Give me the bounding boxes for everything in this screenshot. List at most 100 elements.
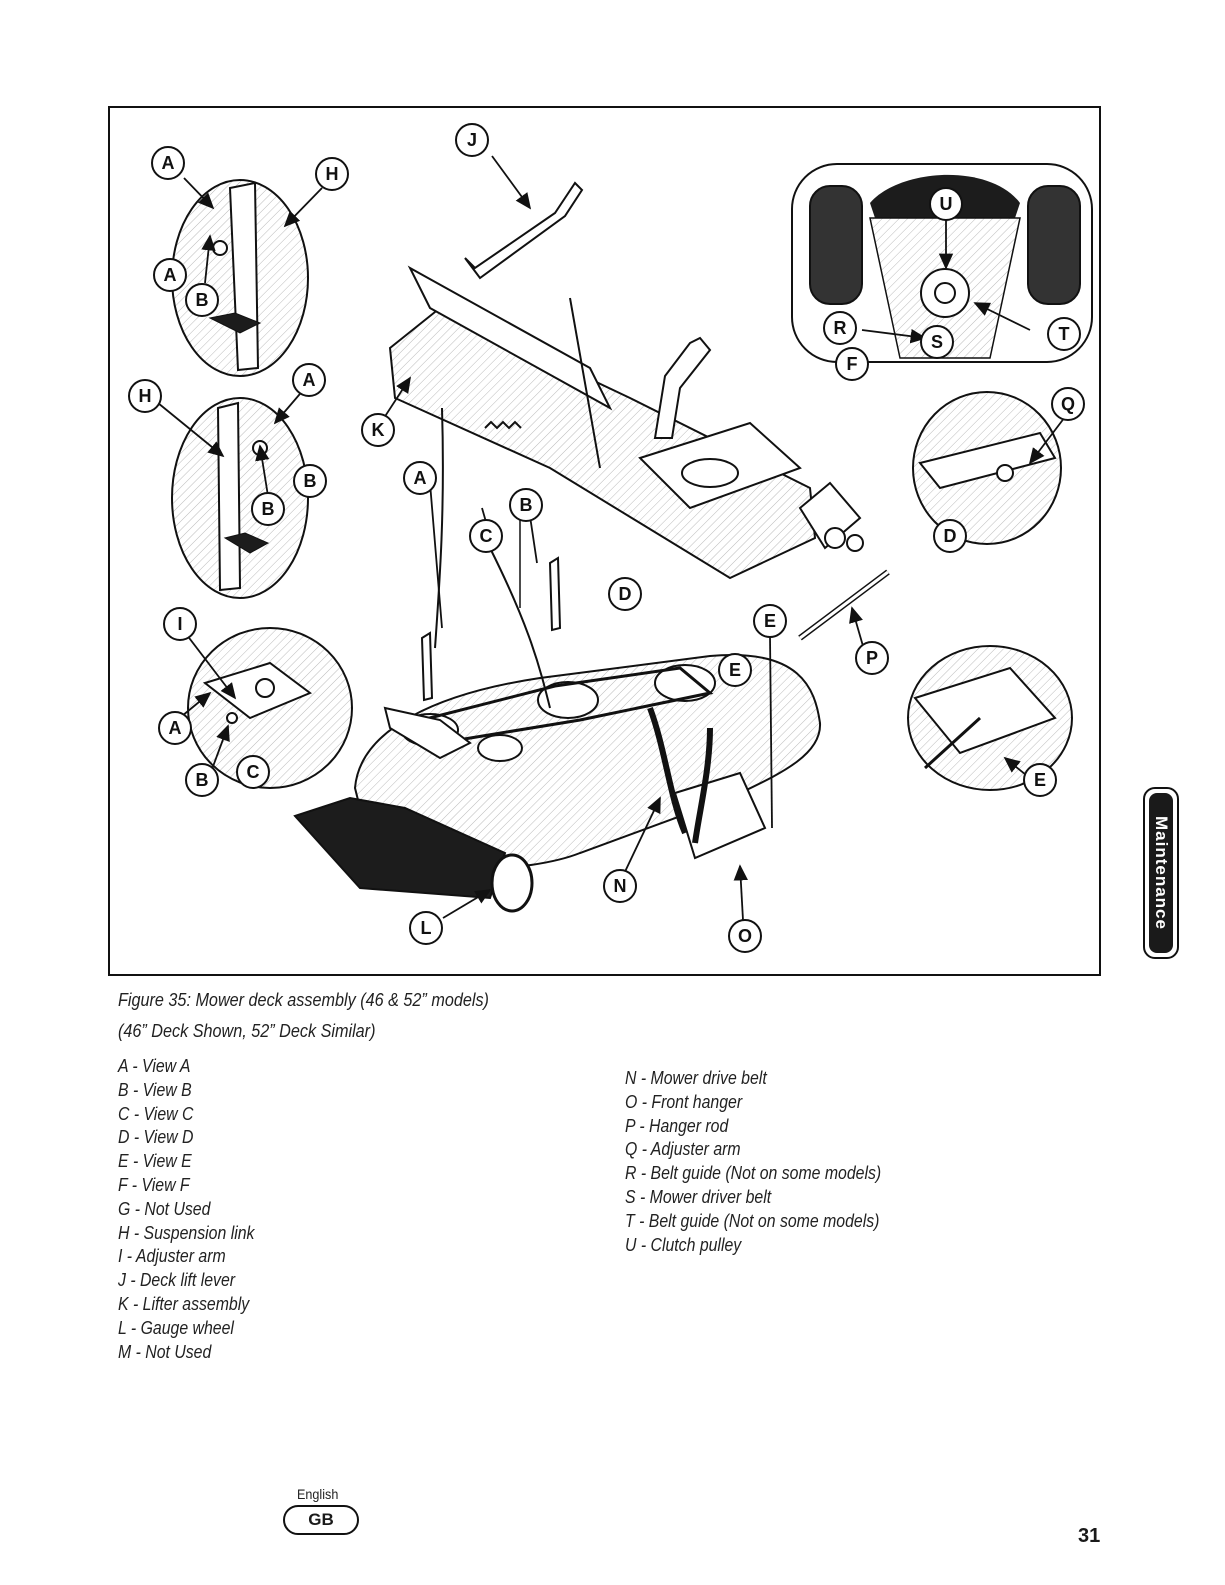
callout-e-3: E [1023,763,1057,797]
inset-view-a [171,179,309,377]
callout-b-label: B [262,499,275,519]
callout-h-2: H [128,379,162,413]
callout-e-label: E [764,611,776,631]
legend-item: E - View E [118,1151,192,1172]
legend-item: B - View B [118,1079,192,1100]
callout-f-label: F [847,354,858,374]
figure-frame: A H A B A H B B J K A B C D E E P I A B … [108,106,1101,976]
callout-f: F [835,347,869,381]
legend-item: D - View D [118,1127,194,1148]
legend-item: P - Hanger rod [625,1115,729,1136]
language-label: English [297,1486,339,1502]
callout-b-1: B [185,283,219,317]
callout-d-2: D [933,519,967,553]
gauge-wheel [490,853,534,913]
callout-q-label: Q [1061,394,1075,414]
callout-b-2: B [293,464,327,498]
callout-n: N [603,869,637,903]
callout-h-1: H [315,157,349,191]
callout-k-label: K [372,420,385,440]
callout-n-label: N [614,876,627,896]
legend-item: U - Clutch pulley [625,1234,742,1255]
legend-item: Q - Adjuster arm [625,1139,741,1160]
callout-i-label: I [177,614,182,634]
section-tab-maintenance: Maintenance [1143,787,1179,959]
legend-left: A - View A B - View B C - View C D - Vie… [118,1055,254,1364]
callout-c-label: C [247,762,260,782]
legend-right: N - Mower drive belt O - Front hanger P … [625,1067,881,1257]
callout-c-1: C [469,519,503,553]
callout-d-label: D [619,584,632,604]
callout-e-label: E [729,660,741,680]
section-tab-fill: Maintenance [1149,793,1173,953]
callout-h-label: H [139,386,152,406]
legend-item: C - View C [118,1103,194,1124]
inset-view-d [912,391,1062,545]
callout-j: J [455,123,489,157]
legend-item: L - Gauge wheel [118,1317,234,1338]
figure-subcaption: (46” Deck Shown, 52” Deck Similar) [118,1021,376,1041]
callout-a-2: A [153,258,187,292]
callout-b-label: B [196,770,209,790]
callout-l: L [409,911,443,945]
inset-view-e [907,645,1073,791]
callout-q: Q [1051,387,1085,421]
callout-e-1: E [753,604,787,638]
callout-a-4: A [403,461,437,495]
legend-item: M - Not Used [118,1341,212,1362]
page-number: 31 [1078,1525,1101,1547]
callout-u-label: U [940,194,953,214]
legend-item: S - Mower driver belt [625,1186,772,1207]
callout-b-label: B [520,495,533,515]
callout-r: R [823,311,857,345]
callout-b-3: B [251,492,285,526]
callout-c-label: C [480,526,493,546]
callout-a-1: A [151,146,185,180]
callout-p-label: P [866,648,878,668]
callout-a-label: A [303,370,316,390]
callout-o-label: O [738,926,752,946]
callout-d-label: D [944,526,957,546]
callout-s: S [920,325,954,359]
legend-item: R - Belt guide (Not on some models) [625,1163,882,1184]
legend-item: I - Adjuster arm [118,1246,226,1267]
inset-view-b [171,397,309,599]
legend-item: G - Not Used [118,1198,211,1219]
callout-p: P [855,641,889,675]
callout-i: I [163,607,197,641]
callout-j-label: J [467,130,477,150]
section-tab-label: Maintenance [1152,816,1171,930]
inset-view-c [187,627,353,789]
legend-item: J - Deck lift lever [118,1270,236,1291]
callout-u: U [929,187,963,221]
callout-b-label: B [196,290,209,310]
legend-item: H - Suspension link [118,1222,255,1243]
callout-b-5: B [185,763,219,797]
discharge-chute [293,796,507,900]
legend-item: F - View F [118,1174,190,1195]
callout-s-label: S [931,332,943,352]
callout-a-label: A [169,718,182,738]
callout-o: O [728,919,762,953]
callout-c-2: C [236,755,270,789]
callout-d-1: D [608,577,642,611]
legend-item: O - Front hanger [625,1091,743,1112]
callout-l-label: L [421,918,432,938]
callout-a-label: A [414,468,427,488]
deck-lift-lever [464,181,584,280]
figure-caption: Figure 35: Mower deck assembly (46 & 52”… [118,990,489,1010]
callout-e-2: E [718,653,752,687]
language-badge: GB [283,1505,359,1535]
callout-h-label: H [326,164,339,184]
callout-t-label: T [1059,324,1070,344]
callout-a-label: A [162,153,175,173]
callout-b-label: B [304,471,317,491]
mower-deck-diagram: A H A B A H B B J K A B C D E E P I A B … [128,123,1093,953]
callout-t: T [1047,317,1081,351]
callout-a-3: A [292,363,326,397]
callout-e-label: E [1034,770,1046,790]
legend-item: T - Belt guide (Not on some models) [625,1210,880,1231]
callout-k: K [361,413,395,447]
legend-item: A - View A [118,1056,191,1076]
callout-a-label: A [164,265,177,285]
